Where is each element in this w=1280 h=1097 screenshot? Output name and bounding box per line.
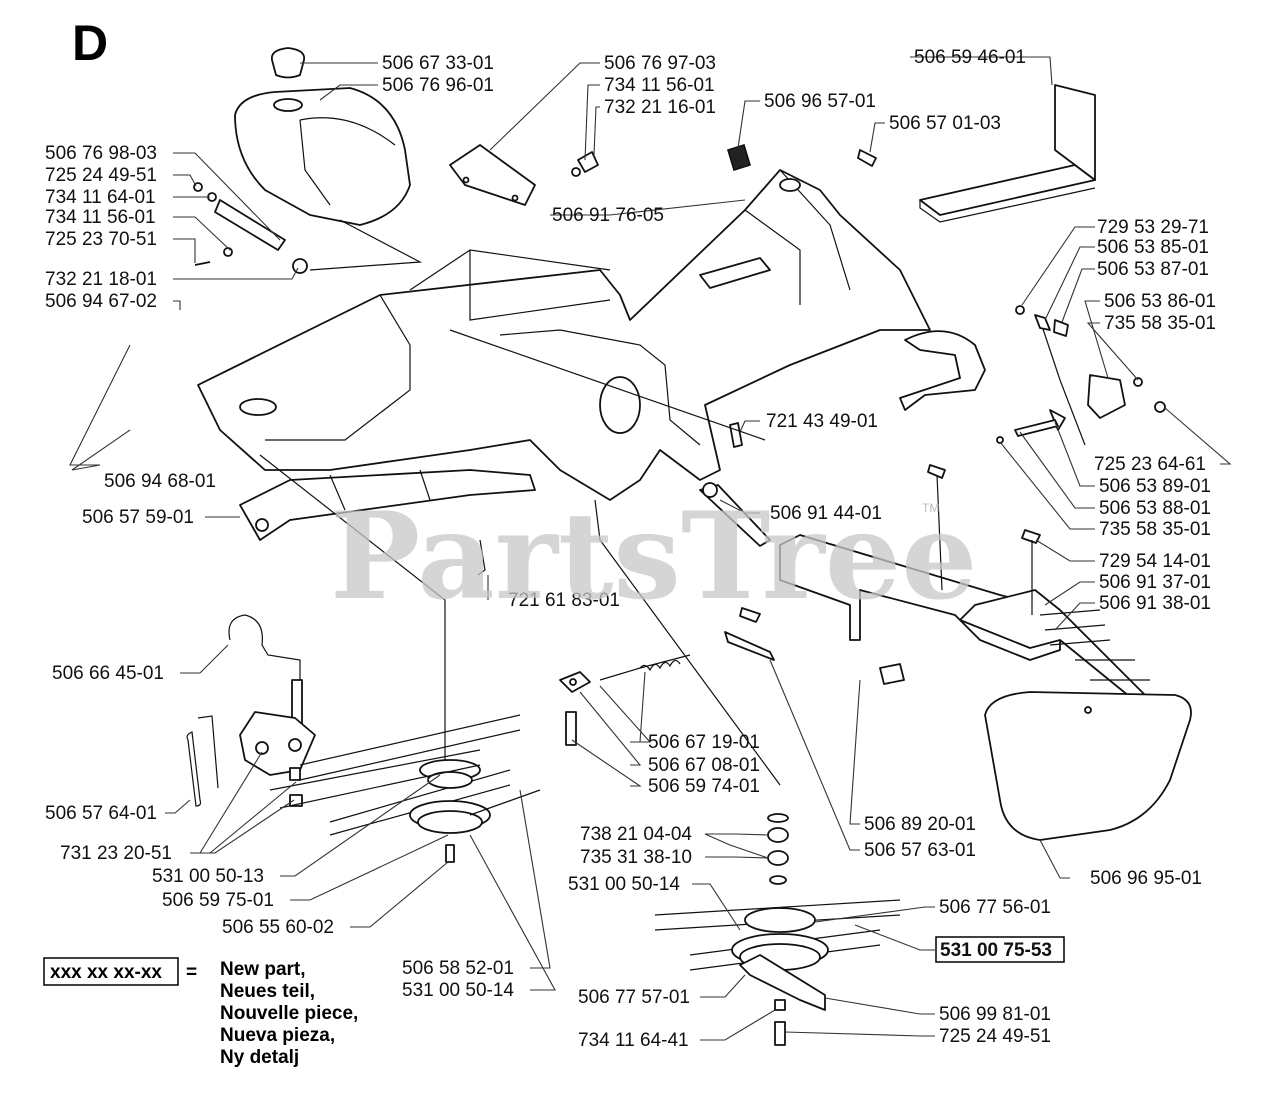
linkage-right-drawing bbox=[996, 305, 1166, 446]
part-number-label: 725 23 64-61 bbox=[1094, 454, 1206, 475]
legend-line: Ny detalj bbox=[220, 1047, 299, 1068]
part-number-label: 732 21 16-01 bbox=[604, 97, 716, 118]
part-number-label: 725 23 70-51 bbox=[45, 229, 157, 250]
side-cover-drawing bbox=[879, 663, 1192, 841]
part-number-label: 531 00 50-14 bbox=[568, 874, 680, 895]
leader-lines bbox=[69, 56, 1232, 1041]
part-number-label: 506 67 08-01 bbox=[648, 755, 760, 776]
part-number-label: 506 53 88-01 bbox=[1099, 498, 1211, 519]
part-number-label: 506 76 97-03 bbox=[604, 53, 716, 74]
part-number-label: 506 77 57-01 bbox=[578, 987, 690, 1008]
part-number-label: 506 59 75-01 bbox=[162, 890, 274, 911]
part-number-label: 506 53 85-01 bbox=[1097, 237, 1209, 258]
legend-line: Neues teil, bbox=[220, 981, 315, 1002]
part-number-label: 506 57 59-01 bbox=[82, 507, 194, 528]
hook-assembly-drawing bbox=[186, 614, 316, 807]
part-number-label: 506 94 67-02 bbox=[45, 291, 157, 312]
legend-line: New part, bbox=[220, 959, 306, 980]
section-letter: D bbox=[72, 15, 108, 71]
part-number-label: 735 31 38-10 bbox=[580, 847, 692, 868]
part-number-label: 506 76 96-01 bbox=[382, 75, 494, 96]
part-number-label: 531 00 50-13 bbox=[152, 866, 264, 887]
part-number-label: 506 91 44-01 bbox=[770, 503, 882, 524]
part-number-label: 531 00 50-14 bbox=[402, 980, 514, 1001]
part-number-label: 506 76 98-03 bbox=[45, 143, 157, 164]
new-part-box bbox=[935, 936, 1065, 963]
seat-cover-drawing bbox=[919, 84, 1096, 223]
part-number-labels: 506 67 33-01 506 76 96-01 506 76 97-03 7… bbox=[45, 47, 1216, 1051]
part-number-label: 721 43 49-01 bbox=[766, 411, 878, 432]
part-number-label: 729 54 14-01 bbox=[1099, 551, 1211, 572]
part-number-label: 506 91 37-01 bbox=[1099, 572, 1211, 593]
part-number-label: 506 89 20-01 bbox=[864, 814, 976, 835]
strap-hardware-left bbox=[193, 182, 308, 274]
part-number-label: 729 53 29-71 bbox=[1097, 217, 1209, 238]
part-number-label: 506 77 56-01 bbox=[939, 897, 1051, 918]
part-number-label: 506 94 68-01 bbox=[104, 471, 216, 492]
part-number-label: 734 11 64-41 bbox=[578, 1030, 689, 1051]
part-number-label: 734 11 64-01 bbox=[45, 187, 156, 208]
legend-line: Nueva pieza, bbox=[220, 1025, 335, 1046]
part-number-label: 506 55 60-02 bbox=[222, 917, 334, 938]
part-number-label: 506 57 64-01 bbox=[45, 803, 157, 824]
top-bracket-drawing bbox=[449, 144, 536, 206]
part-number-label: 506 91 76-05 bbox=[552, 205, 664, 226]
legend-equals: = bbox=[186, 962, 197, 983]
legend-box-label: xxx xx xx-xx bbox=[50, 962, 162, 983]
part-number-label: 725 24 49-51 bbox=[939, 1026, 1051, 1047]
part-number-label: 506 96 57-01 bbox=[764, 91, 876, 112]
watermark-trademark: TM bbox=[922, 501, 939, 515]
part-number-label: 506 53 86-01 bbox=[1104, 291, 1216, 312]
part-number-label: 725 24 49-51 bbox=[45, 165, 157, 186]
legend: xxx xx xx-xx = New part, Neues teil, Nou… bbox=[43, 957, 358, 1068]
part-number-label: 732 21 18-01 bbox=[45, 269, 157, 290]
part-number-label: 506 66 45-01 bbox=[52, 663, 164, 684]
part-number-label: 506 67 33-01 bbox=[382, 53, 494, 74]
main-frame-drawing bbox=[197, 169, 986, 541]
part-number-label: 506 53 87-01 bbox=[1097, 259, 1209, 280]
legend-box bbox=[43, 957, 179, 986]
part-number-label: 506 91 38-01 bbox=[1099, 593, 1211, 614]
part-number-label: 506 58 52-01 bbox=[402, 958, 514, 979]
new-part-number-label: 531 00 75-53 bbox=[940, 940, 1052, 961]
part-number-label: 738 21 04-04 bbox=[580, 824, 692, 845]
part-number-label: 506 53 89-01 bbox=[1099, 476, 1211, 497]
part-number-label: 506 57 63-01 bbox=[864, 840, 976, 861]
part-number-label: 506 96 95-01 bbox=[1090, 868, 1202, 889]
part-number-label: 735 58 35-01 bbox=[1104, 313, 1216, 334]
part-number-label: 734 11 56-01 bbox=[45, 207, 156, 228]
part-number-label: 506 57 01-03 bbox=[889, 113, 1001, 134]
part-number-label: 506 59 74-01 bbox=[648, 776, 760, 797]
part-number-label: 506 99 81-01 bbox=[939, 1004, 1051, 1025]
left-pulley-drawing bbox=[269, 714, 541, 863]
part-number-label: 721 61 83-01 bbox=[508, 590, 620, 611]
part-number-label: 734 11 56-01 bbox=[604, 75, 715, 96]
part-number-label: 506 67 19-01 bbox=[648, 732, 760, 753]
part-number-label: 506 59 46-01 bbox=[914, 47, 1026, 68]
legend-line: Nouvelle piece, bbox=[220, 1003, 358, 1024]
spring-link-drawing bbox=[559, 631, 775, 746]
part-number-label: 731 23 20-51 bbox=[60, 843, 172, 864]
small-hardware-top bbox=[571, 143, 877, 177]
watermark: PartsTree bbox=[330, 486, 977, 627]
fuel-tank-drawing bbox=[234, 47, 411, 226]
right-pulley-drawing bbox=[654, 813, 901, 1046]
part-number-label: 735 58 35-01 bbox=[1099, 519, 1211, 540]
